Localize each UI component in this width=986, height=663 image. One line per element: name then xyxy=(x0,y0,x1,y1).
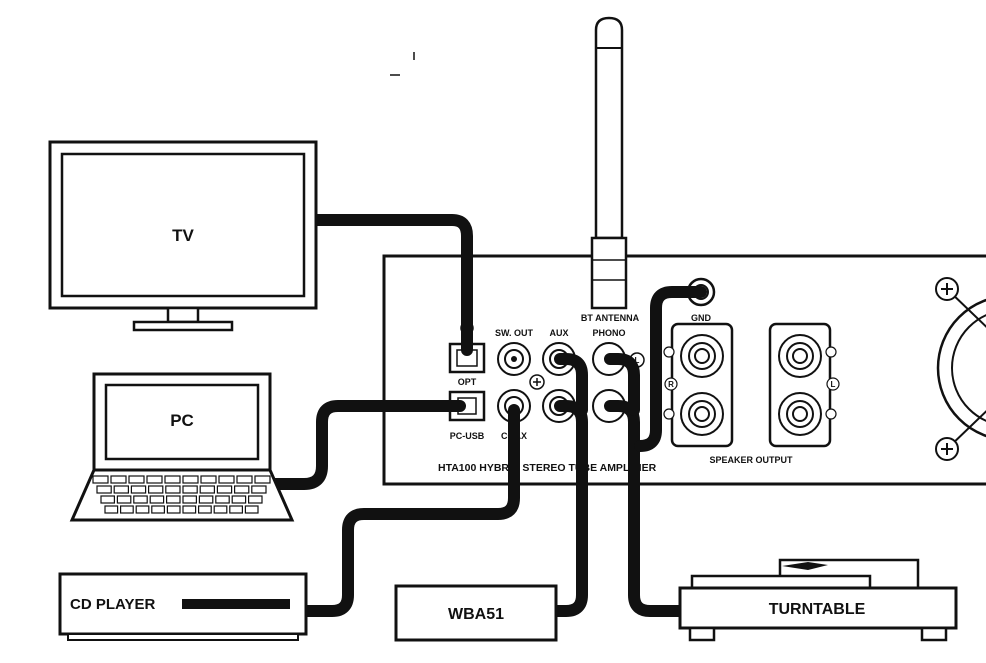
keyboard-key xyxy=(119,505,134,514)
gnd-cable xyxy=(634,286,707,452)
sw-out-label: SW. OUT xyxy=(495,328,534,338)
pc-usb-cable xyxy=(264,400,466,490)
speaker-l-marker xyxy=(826,377,840,391)
ground-symbol-icon xyxy=(529,374,545,390)
turntable-label: TURNTABLE xyxy=(769,601,866,618)
speaker-r-marker xyxy=(664,377,678,391)
keyboard-key xyxy=(213,505,228,514)
keyboard-key xyxy=(166,495,181,504)
wba51-aux-cable-2 xyxy=(554,353,588,416)
keyboard-key xyxy=(199,485,215,494)
keyboard-key xyxy=(218,475,235,484)
amplifier: BT ANTENNA GND SW. OUT AUX PHONO OPT PC-… xyxy=(382,16,986,486)
amplifier-model-label: HTA100 HYBRID STEREO TUBE AMPLIFIER xyxy=(438,462,657,474)
speaker-terminals-right[interactable] xyxy=(670,322,734,448)
minus-icon xyxy=(663,408,675,420)
keyboard-key xyxy=(116,495,132,504)
keyboard-key xyxy=(164,475,181,484)
keyboard-key xyxy=(244,505,259,514)
cd-coax-cable xyxy=(300,404,520,617)
keyboard-key xyxy=(248,495,263,504)
keyboard-key xyxy=(135,505,150,514)
cd-player-device xyxy=(58,572,308,641)
keyboard-key xyxy=(254,475,271,484)
keyboard-key xyxy=(182,475,199,484)
keyboard-key xyxy=(234,485,250,494)
keyboard-key xyxy=(110,475,127,484)
plus-icon xyxy=(825,346,837,358)
tv-optical-cable xyxy=(310,214,473,356)
cables xyxy=(264,214,707,617)
keyboard-key xyxy=(92,475,109,484)
gnd-label: GND xyxy=(691,313,712,323)
wba51-device xyxy=(394,584,558,642)
keyboard-key xyxy=(216,485,233,494)
keyboard-key xyxy=(215,495,230,504)
sw-out-jack[interactable] xyxy=(497,342,531,376)
fan-grille xyxy=(936,289,986,449)
tv-device xyxy=(48,140,318,332)
pc-device xyxy=(69,372,295,522)
keyboard-key xyxy=(146,475,163,484)
keyboard-key xyxy=(229,505,244,514)
cd-player-label: CD PLAYER xyxy=(70,596,155,613)
keyboard-key xyxy=(96,485,112,494)
minus-icon xyxy=(825,408,837,420)
screw-icon xyxy=(935,277,959,301)
keyboard-key xyxy=(251,485,267,494)
keyboard xyxy=(92,475,271,514)
speaker-terminals-left[interactable] xyxy=(768,322,832,448)
keyboard-key xyxy=(182,495,197,504)
keyboard-key xyxy=(231,495,247,504)
speaker-r-text: R xyxy=(668,380,674,389)
keyboard-key xyxy=(133,495,148,504)
phono-l-text: L xyxy=(635,356,640,365)
pc-usb-label: PC-USB xyxy=(450,431,485,441)
pc-label: PC xyxy=(170,411,194,430)
keyboard-key xyxy=(166,505,181,514)
tv-label: TV xyxy=(172,226,194,245)
keyboard-key xyxy=(130,485,147,494)
keyboard-key xyxy=(128,475,145,484)
keyboard-key xyxy=(113,485,129,494)
opt-label: OPT xyxy=(458,377,477,387)
turntable-phono-cable-2 xyxy=(604,353,640,416)
keyboard-key xyxy=(151,505,166,514)
keyboard-key xyxy=(198,505,212,514)
antenna-label: BT ANTENNA xyxy=(581,313,640,323)
keyboard-key xyxy=(165,485,181,494)
keyboard-key xyxy=(148,485,164,494)
turntable-device xyxy=(678,558,958,642)
turntable-phono-cable-1 xyxy=(604,400,690,617)
keyboard-key xyxy=(104,505,119,514)
keyboard-key xyxy=(236,475,253,484)
speaker-output-label: SPEAKER OUTPUT xyxy=(709,455,793,465)
bt-antenna xyxy=(590,16,628,310)
keyboard-key xyxy=(182,505,197,514)
screw-icon xyxy=(935,437,959,461)
aux-label: AUX xyxy=(549,328,568,338)
keyboard-key xyxy=(149,495,165,504)
keyboard-key xyxy=(100,495,115,504)
keyboard-key xyxy=(198,495,214,504)
keyboard-key xyxy=(182,485,198,494)
wba51-aux-cable-1 xyxy=(550,400,588,617)
keyboard-key xyxy=(200,475,217,484)
plus-icon xyxy=(663,346,675,358)
speaker-l-text: L xyxy=(831,380,836,389)
wba51-label: WBA51 xyxy=(448,606,504,623)
phono-label: PHONO xyxy=(592,328,625,338)
